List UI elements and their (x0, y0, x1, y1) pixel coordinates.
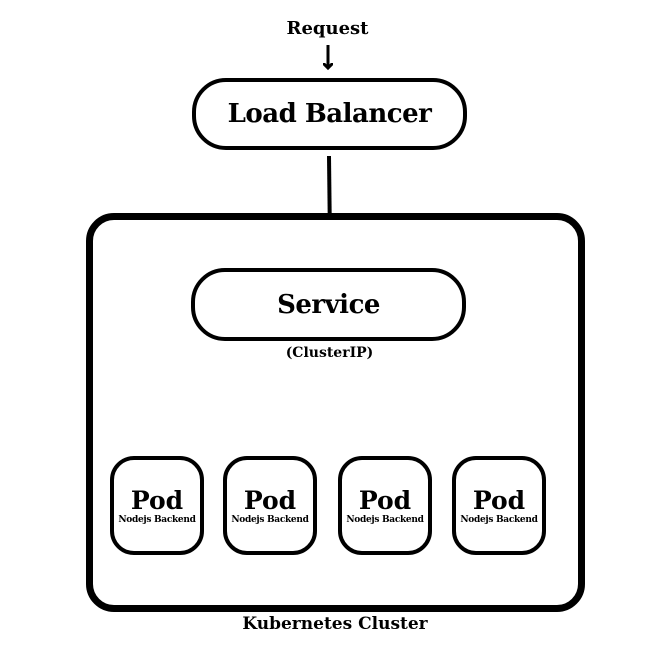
pod-title: Pod (130, 485, 184, 515)
load-balancer-node: Load Balancer (192, 78, 467, 150)
service-type-label: (ClusterIP) (285, 345, 374, 361)
pod-subtitle: Nodejs Backend (231, 514, 309, 525)
pod-node: Pod Nodejs Backend (452, 456, 546, 555)
pod-title: Pod (243, 485, 297, 515)
pod-subtitle: Nodejs Backend (460, 514, 538, 525)
load-balancer-label: Load Balancer (227, 99, 432, 129)
service-label: Service (277, 289, 380, 320)
cluster-label: Kubernetes Cluster (242, 614, 428, 634)
pod-node: Pod Nodejs Backend (223, 456, 317, 555)
pod-node: Pod Nodejs Backend (110, 456, 204, 555)
pod-subtitle: Nodejs Backend (346, 514, 424, 525)
pod-node: Pod Nodejs Backend (338, 456, 432, 555)
pod-subtitle: Nodejs Backend (118, 514, 196, 525)
service-node: Service (191, 268, 466, 341)
pod-title: Pod (472, 485, 526, 515)
request-label: Request (286, 18, 369, 39)
pod-title: Pod (358, 485, 412, 515)
